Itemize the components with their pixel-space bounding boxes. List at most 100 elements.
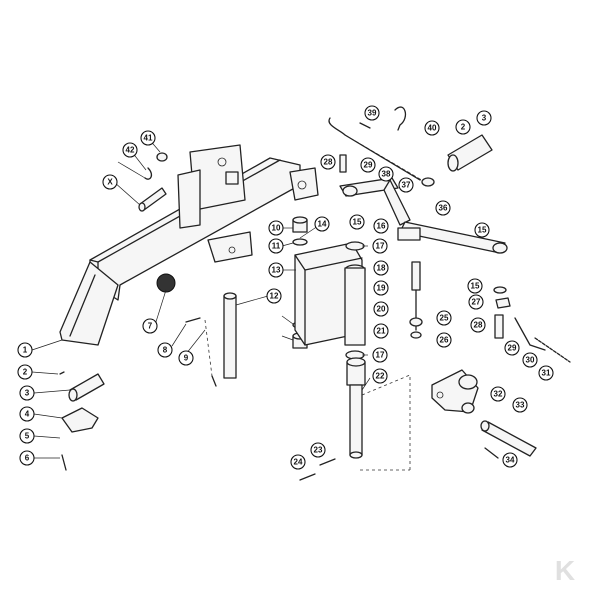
svg-text:2: 2 (461, 123, 466, 132)
callout-2-right: 2 (455, 119, 471, 135)
callout-9: 9 (178, 350, 194, 366)
callout-11: 11 (268, 238, 284, 254)
svg-text:X: X (107, 178, 113, 187)
callout-10: 10 (268, 220, 284, 236)
callout-12: 12 (266, 288, 282, 304)
callout-38: 38 (378, 166, 394, 182)
callout-19: 19 (373, 280, 389, 296)
callout-34: 34 (502, 452, 518, 468)
svg-text:15: 15 (353, 218, 362, 227)
callout-21: 21 (373, 323, 389, 339)
callout-16: 16 (373, 218, 389, 234)
callout-17b: 17 (372, 347, 388, 363)
callout-3: 3 (19, 385, 35, 401)
svg-text:11: 11 (272, 242, 281, 251)
callout-33: 33 (512, 397, 528, 413)
callout-17a: 17 (372, 238, 388, 254)
callout-8: 8 (157, 342, 173, 358)
callout-28a: 28 (320, 154, 336, 170)
svg-text:3: 3 (25, 389, 30, 398)
leader-lines (31, 137, 371, 459)
callout-37: 37 (398, 177, 414, 193)
callout-13: 13 (268, 262, 284, 278)
svg-text:24: 24 (294, 458, 303, 467)
svg-text:37: 37 (402, 181, 411, 190)
svg-text:40: 40 (428, 124, 437, 133)
callouts: 1 2 3 4 5 6 7 8 9 10 11 12 13 14 15 15 1… (17, 105, 554, 470)
svg-text:12: 12 (270, 292, 279, 301)
svg-text:13: 13 (272, 266, 281, 275)
svg-text:29: 29 (364, 161, 373, 170)
svg-text:27: 27 (472, 298, 481, 307)
svg-text:19: 19 (377, 284, 386, 293)
svg-text:41: 41 (144, 134, 153, 143)
svg-text:17: 17 (376, 242, 385, 251)
svg-text:28: 28 (324, 158, 333, 167)
bottom-pin (59, 371, 105, 471)
callout-29b: 29 (504, 340, 520, 356)
svg-text:38: 38 (382, 170, 391, 179)
svg-text:9: 9 (184, 354, 189, 363)
svg-text:14: 14 (318, 220, 327, 229)
callout-4: 4 (19, 406, 35, 422)
tube-12 (185, 292, 237, 387)
top-right-roller (447, 134, 493, 172)
svg-text:33: 33 (516, 401, 525, 410)
callout-30: 30 (522, 352, 538, 368)
callout-22: 22 (372, 368, 388, 384)
callout-32: 32 (490, 386, 506, 402)
callout-20: 20 (373, 301, 389, 317)
svg-text:K: K (555, 555, 575, 586)
svg-text:10: 10 (272, 224, 281, 233)
callout-42: 42 (122, 142, 138, 158)
callout-1: 1 (17, 342, 33, 358)
svg-text:30: 30 (526, 356, 535, 365)
callout-14: 14 (314, 216, 330, 232)
callout-40: 40 (424, 120, 440, 136)
callout-15c: 15 (467, 278, 483, 294)
callout-x: X (102, 174, 118, 190)
callout-15b: 15 (474, 222, 490, 238)
right-links (493, 286, 571, 363)
callout-28b: 28 (470, 317, 486, 333)
callout-27: 27 (468, 294, 484, 310)
svg-text:22: 22 (376, 372, 385, 381)
callout-25: 25 (436, 310, 452, 326)
callout-31: 31 (538, 365, 554, 381)
brand-logo: K (555, 555, 575, 586)
svg-text:21: 21 (377, 327, 386, 336)
svg-text:36: 36 (439, 204, 448, 213)
lever-arms (339, 154, 508, 254)
svg-text:16: 16 (377, 222, 386, 231)
svg-text:32: 32 (494, 390, 503, 399)
callout-6: 6 (19, 450, 35, 466)
svg-text:7: 7 (148, 322, 153, 331)
svg-text:8: 8 (163, 346, 168, 355)
pin-x (138, 152, 168, 212)
callout-3-right: 3 (476, 110, 492, 126)
svg-text:26: 26 (440, 336, 449, 345)
callout-36: 36 (435, 200, 451, 216)
svg-text:15: 15 (471, 282, 480, 291)
main-frame (59, 144, 319, 346)
callout-23: 23 (310, 442, 326, 458)
svg-text:31: 31 (542, 369, 551, 378)
clevis-assembly (431, 369, 537, 459)
shaft-22 (299, 357, 411, 481)
center-housing (294, 241, 366, 360)
callout-26: 26 (436, 332, 452, 348)
chain-assembly (328, 106, 435, 187)
svg-text:4: 4 (25, 410, 30, 419)
svg-text:39: 39 (368, 109, 377, 118)
callout-5: 5 (19, 428, 35, 444)
svg-text:42: 42 (126, 146, 135, 155)
svg-text:34: 34 (506, 456, 515, 465)
svg-text:3: 3 (482, 114, 487, 123)
vent-grille (156, 273, 176, 293)
svg-text:5: 5 (25, 432, 30, 441)
svg-text:23: 23 (314, 446, 323, 455)
callout-29a: 29 (360, 157, 376, 173)
svg-text:20: 20 (377, 305, 386, 314)
callout-2: 2 (17, 364, 33, 380)
